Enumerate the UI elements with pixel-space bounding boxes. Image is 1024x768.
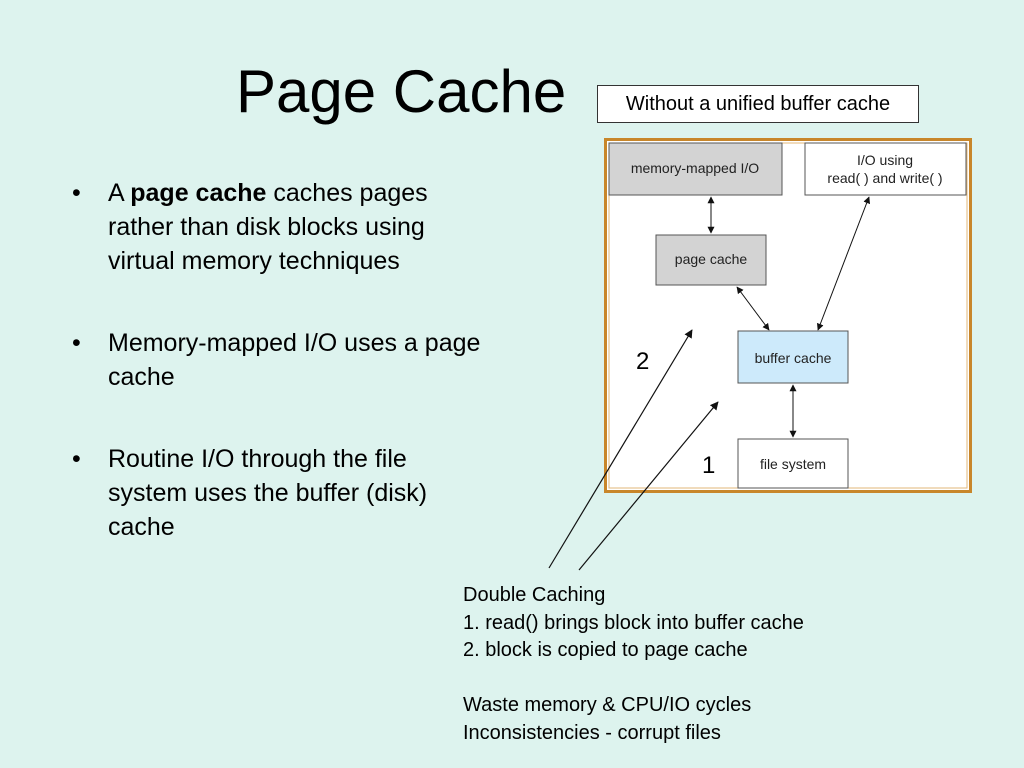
double-caching-notes: Double Caching 1. read() brings block in… [463,582,804,747]
node-file-system-label: file system [760,456,826,472]
node-page-cache-label: page cache [675,251,748,267]
diagram-caption: Without a unified buffer cache [597,85,919,123]
diagram-frame [604,138,972,493]
node-buffer-cache-label: buffer cache [755,350,832,366]
slide-title: Page Cache [236,58,567,125]
notes-line [463,665,804,693]
bullet-dot-icon: • [72,179,81,207]
bullet-item: •A page cache caches pages rather than d… [72,176,482,278]
arrow-io-buffercache [816,196,871,331]
step-marker-1: 1 [702,452,715,479]
node-file-system [737,438,849,489]
node-memory-mapped-io-label: memory-mapped I/O [631,160,759,176]
bullet-dot-icon: • [72,329,81,357]
node-page-cache [655,234,767,286]
bullet-dot-icon: • [72,445,81,473]
bullet-item: •Routine I/O through the file system use… [72,442,482,544]
node-io-read-write-label-line2: read( ) and write( ) [827,170,942,186]
bullet-item: •Memory-mapped I/O uses a page cache [72,326,482,394]
step-marker-2: 2 [636,348,649,375]
callout-arrow-to-page-cache [548,329,693,569]
node-io-read-write-label-line1: I/O using [857,152,913,168]
node-io-read-write [804,142,967,196]
node-buffer-cache [737,330,849,384]
bullet-list: •A page cache caches pages rather than d… [72,176,482,592]
arrow-pagecache-buffercache [736,286,770,331]
notes-line: Waste memory & CPU/IO cycles [463,694,752,716]
notes-line: 1. read() brings block into buffer cache [463,611,804,634]
notes-line: 2. block is copied to page cache [463,639,748,661]
bullet-emphasis: page cache [130,179,267,207]
callout-arrow-to-buffer-cache [578,401,719,571]
notes-line: Inconsistencies - corrupt files [463,721,721,744]
node-memory-mapped-io [608,142,783,196]
notes-line: Double Caching [463,584,606,606]
